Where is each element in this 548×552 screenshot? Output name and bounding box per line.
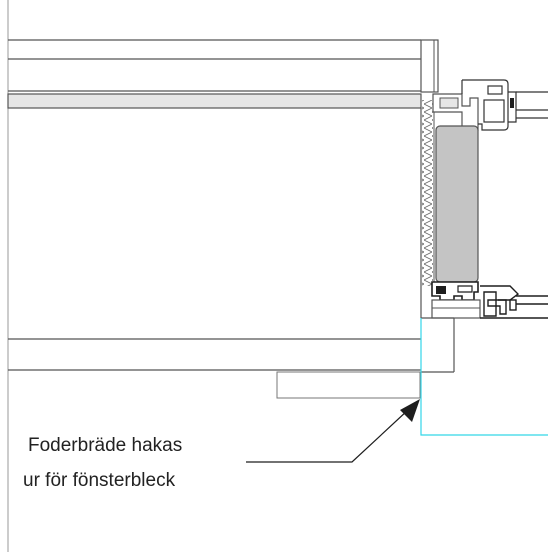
bottom-sash-profile — [431, 281, 481, 319]
callout-arrow-head — [400, 399, 420, 422]
lintel-boards — [8, 39, 421, 92]
insulation-strip — [422, 100, 433, 286]
top-sash-profile — [432, 93, 479, 131]
bottom-window-frame-profile — [480, 285, 548, 319]
callout-text-line2: ur för fönsterbleck — [23, 470, 176, 491]
top-window-frame-profile — [461, 79, 548, 131]
glass-pane — [435, 125, 479, 283]
frame-post — [420, 39, 439, 93]
callout-leader — [246, 399, 420, 463]
lintel-fill-strip — [7, 93, 422, 109]
callout-text-line1: Foderbräde hakas — [28, 435, 182, 456]
apron-board — [276, 371, 421, 399]
sheet-metal-guide-line — [420, 318, 548, 436]
sill-boards — [8, 317, 455, 373]
